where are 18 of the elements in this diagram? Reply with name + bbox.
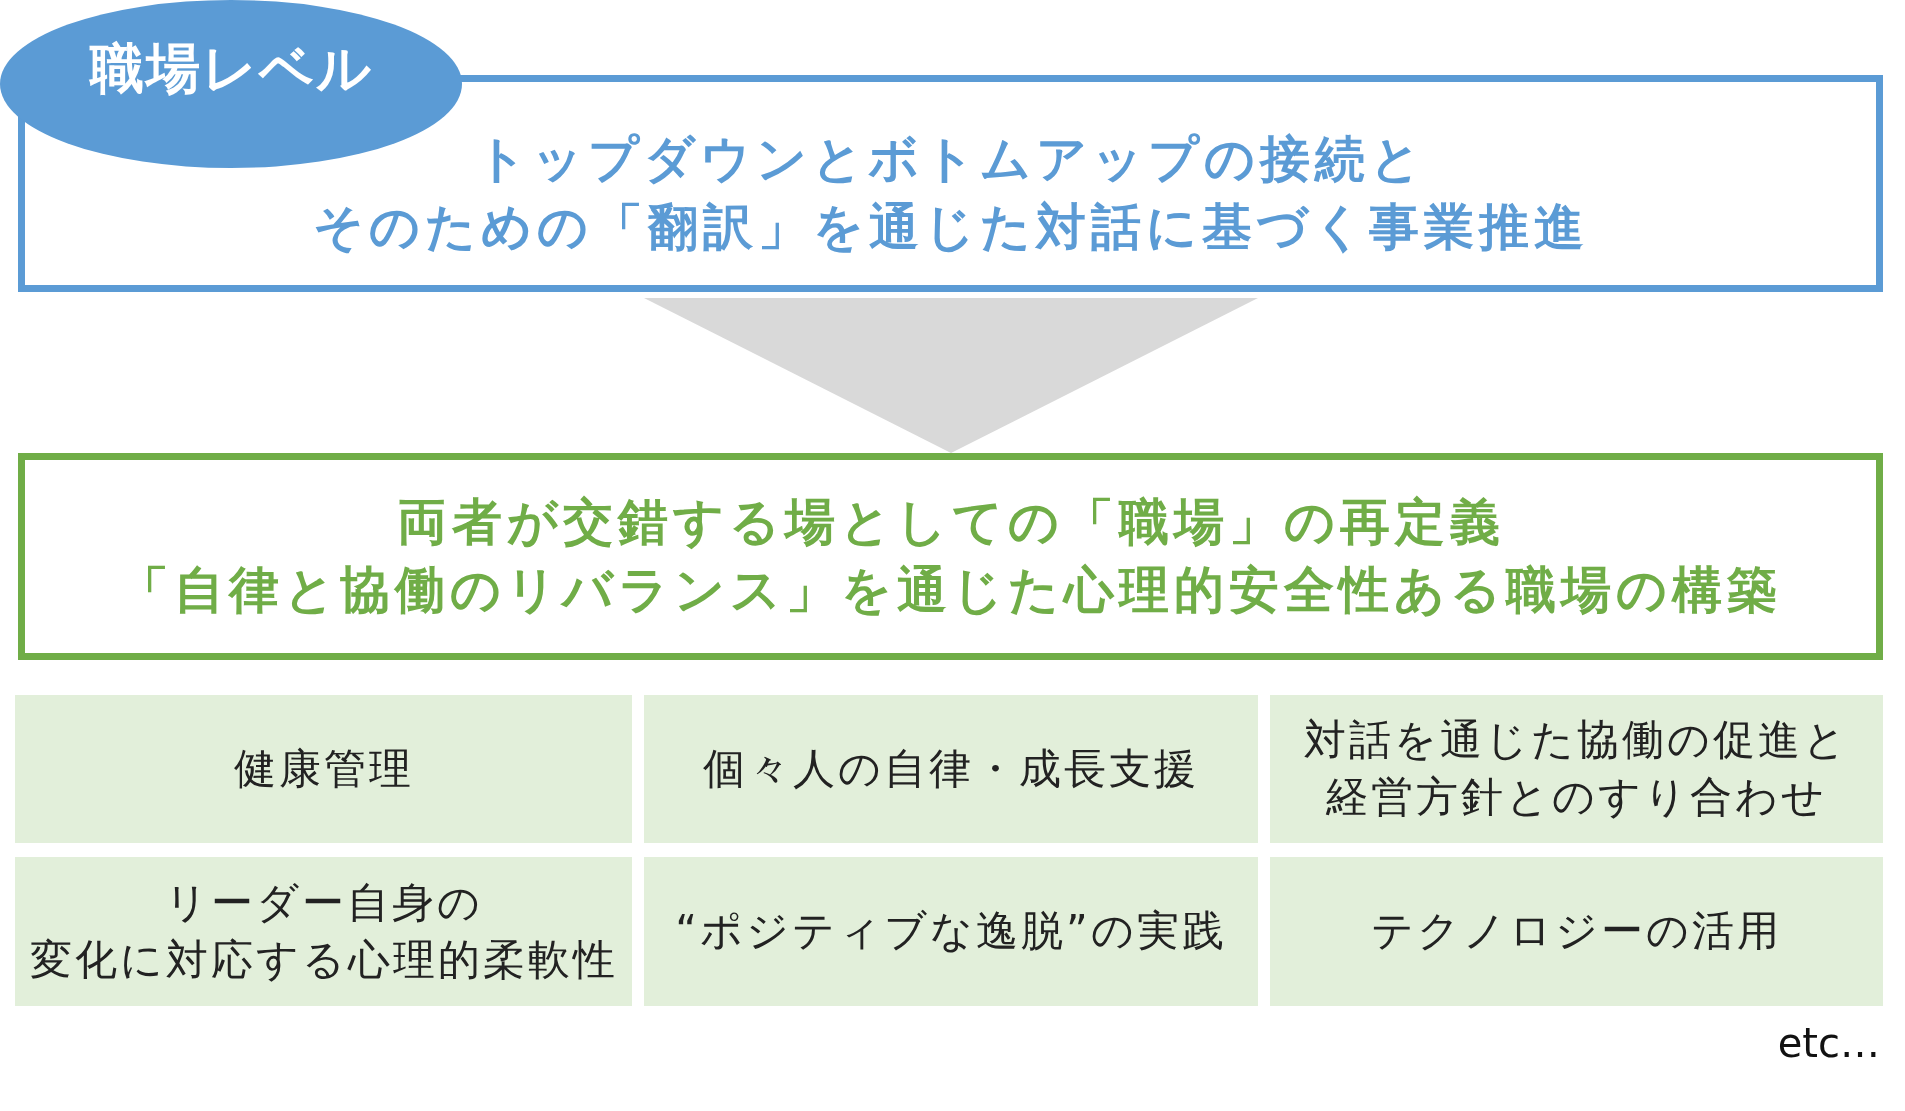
item-text: 対話を通じた協働の促進と経営方針とのすり合わせ	[1304, 714, 1849, 823]
item-text: 健康管理	[233, 742, 414, 795]
item-text: テクノロジーの活用	[1371, 905, 1782, 958]
item-panel	[1270, 857, 1883, 1006]
chevron-arrow	[644, 298, 1258, 453]
item-text: “ポジティブな逸脱”の実践	[675, 905, 1227, 958]
level-label: 職場レベル	[89, 35, 373, 102]
heading-box	[18, 453, 1883, 660]
item-text: リーダー自身の変化に対応する心理的柔軟性	[29, 876, 618, 986]
heading-text: 両者が交錯する場としての「職場」の再定義「自律と協働のリバランス」を通じた心理的安全性ある職場の構築	[119, 492, 1782, 621]
heading-text: トップダウンとボトムアップの接続とそのための「翻訳」を通じた対話に基づく事業推進	[312, 129, 1589, 258]
item-panel	[15, 857, 632, 1006]
item-panel	[15, 695, 632, 843]
note-text: etc…	[1777, 1020, 1880, 1066]
item-text: 個々人の自律・成長支援	[703, 742, 1199, 795]
item-panel	[644, 857, 1258, 1006]
item-panel	[1270, 695, 1883, 843]
item-panel	[644, 695, 1258, 843]
